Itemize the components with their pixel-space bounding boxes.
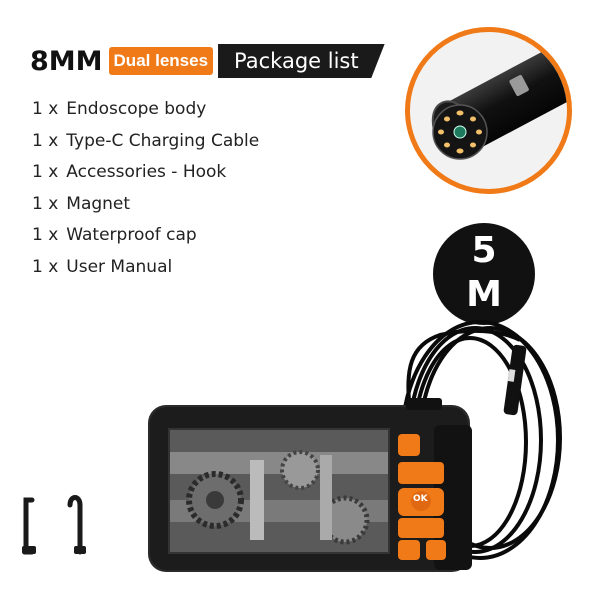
screen-image [170, 430, 388, 552]
resolution-badge: 5 M [433, 223, 535, 325]
probe-tip [503, 344, 527, 416]
hook-accessory [23, 495, 83, 555]
menu-button [398, 462, 444, 484]
endoscope-body [148, 398, 472, 572]
camera-button [398, 540, 420, 560]
package-list-title: Package list [218, 44, 385, 78]
brightness-button [398, 434, 420, 456]
ok-button-label: OK [413, 494, 428, 504]
nav-button [398, 518, 444, 538]
lens-closeup [405, 27, 572, 194]
power-button [426, 540, 446, 560]
package-header: 8MM Dual lenses Package list [30, 44, 385, 78]
camera-probe-icon [431, 41, 567, 160]
dual-lenses-badge: Dual lenses [108, 47, 214, 75]
lens-size: 8MM [30, 45, 103, 77]
control-buttons [398, 434, 446, 560]
ok-button [411, 491, 431, 511]
